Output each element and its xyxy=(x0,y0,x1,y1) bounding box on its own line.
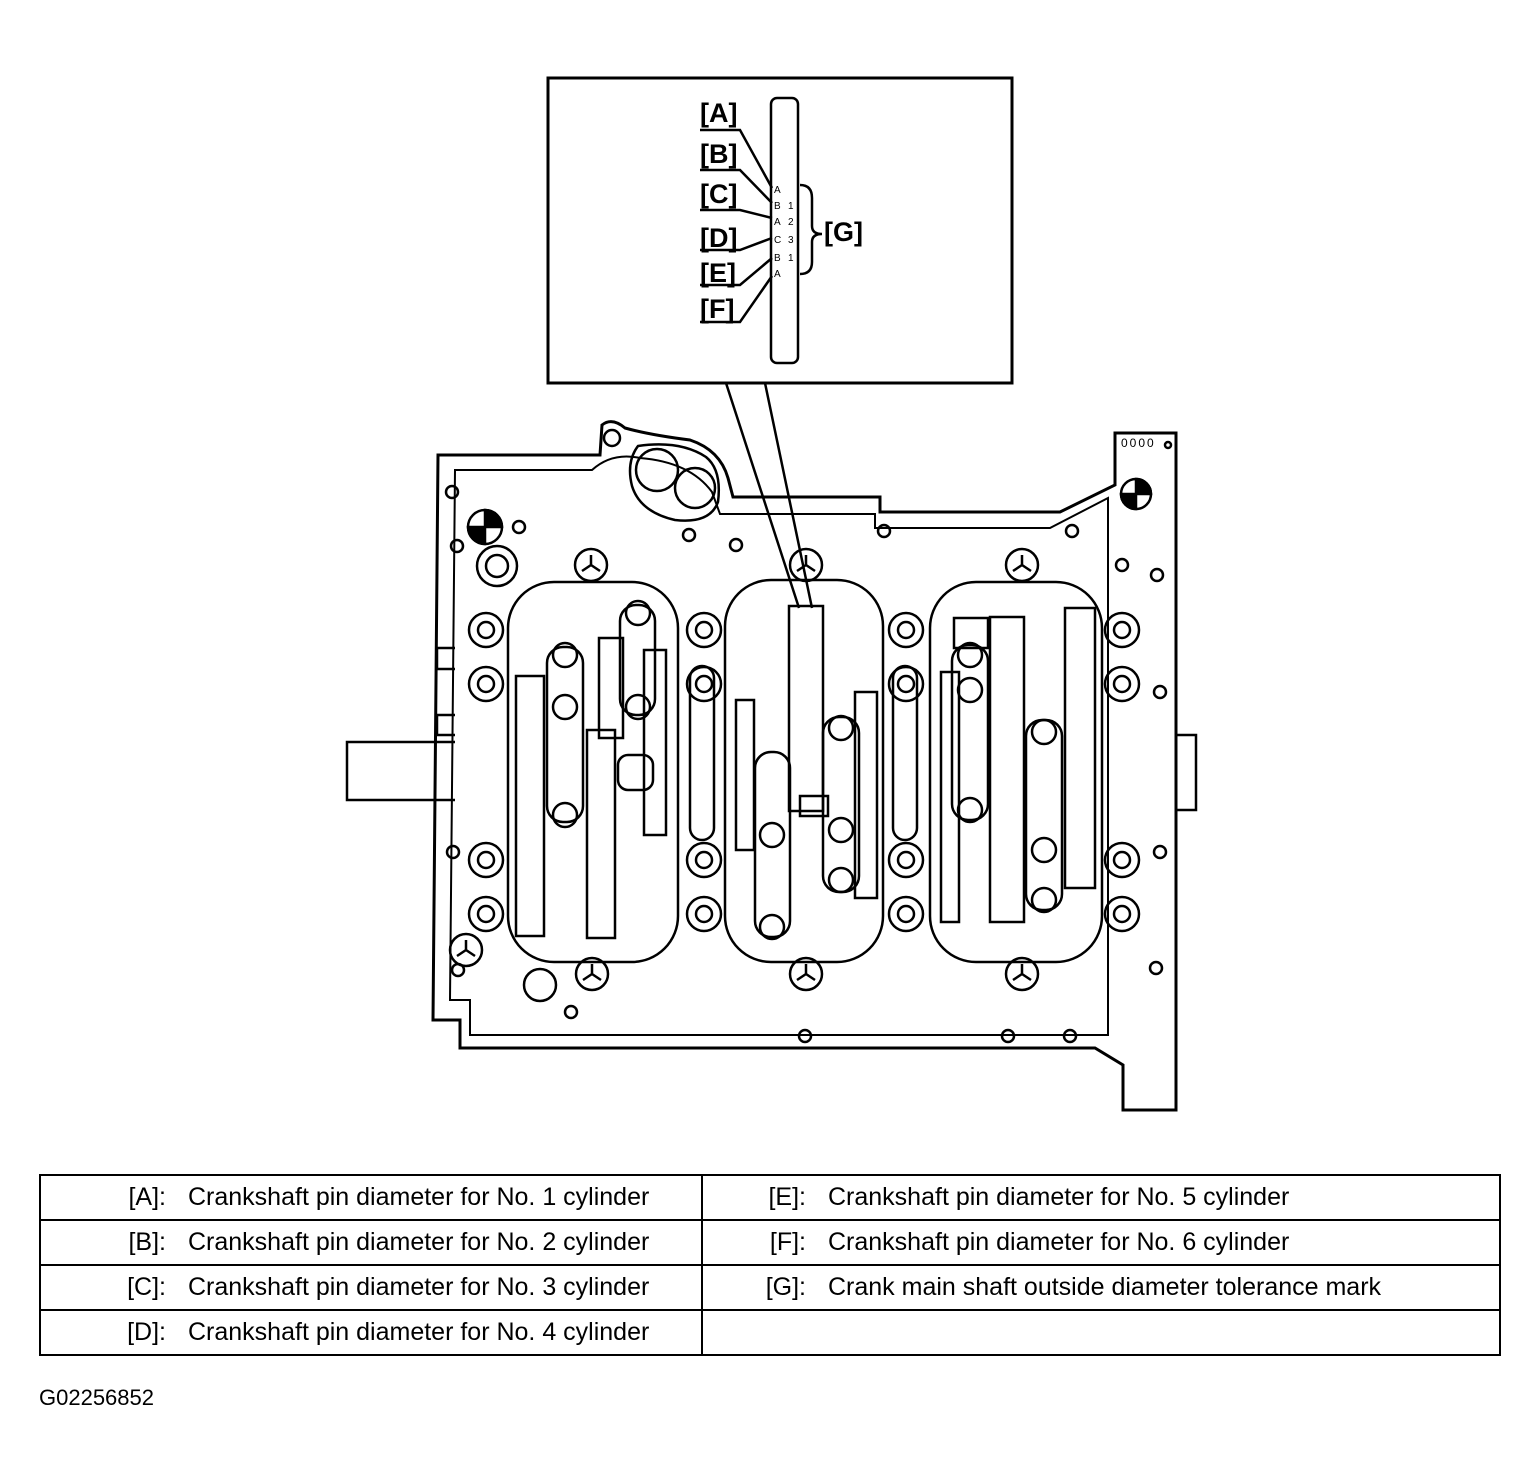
engine-block-diagram: [A] [B] [C] [D] [E] [F] [G] A B A C B A … xyxy=(345,76,1198,1112)
legend-cell xyxy=(701,1309,1501,1356)
legend-row: [B]: Crankshaft pin diameter for No. 2 cy… xyxy=(39,1219,1501,1266)
legend-cell: [F]: Crankshaft pin diameter for No. 6 cy… xyxy=(701,1219,1501,1266)
callout-d: [D] xyxy=(700,223,737,253)
journal-mark: 3 xyxy=(788,235,794,246)
block-plate-marks: 0000 xyxy=(1121,436,1156,450)
index-mark-left xyxy=(466,508,504,546)
legend-key: [E]: xyxy=(768,1183,806,1211)
inset-detail xyxy=(546,76,1014,385)
callout-c: [C] xyxy=(700,179,737,209)
pin-mark: A xyxy=(774,185,781,196)
journal-mark: 2 xyxy=(788,217,794,228)
legend-row: [D]: Crankshaft pin diameter for No. 4 cy… xyxy=(39,1309,1501,1356)
pin-mark: B xyxy=(774,201,781,212)
crankshaft-rear-flange xyxy=(1176,733,1198,812)
callout-a: [A] xyxy=(700,98,737,128)
perimeter-bolt-holes xyxy=(445,440,1173,1044)
legend-desc: Crank main shaft outside diameter tolera… xyxy=(828,1273,1382,1301)
crankshaft-detail-bar xyxy=(769,96,800,365)
legend-cell: [A]: Crankshaft pin diameter for No. 1 cy… xyxy=(39,1174,703,1221)
legend-cell: [D]: Crankshaft pin diameter for No. 4 cy… xyxy=(39,1309,703,1356)
connecting-rod-caps xyxy=(545,599,1064,941)
legend-desc: Crankshaft pin diameter for No. 5 cylind… xyxy=(828,1183,1290,1211)
legend-desc: Crankshaft pin diameter for No. 6 cylind… xyxy=(828,1228,1290,1256)
crank-webs xyxy=(514,604,1097,940)
legend-table: [A]: Crankshaft pin diameter for No. 1 cy… xyxy=(39,1174,1501,1356)
callout-e: [E] xyxy=(700,258,736,288)
legend-key: [F]: xyxy=(769,1228,806,1256)
callout-f: [F] xyxy=(700,294,734,324)
main-bearing-bolts xyxy=(467,611,1141,933)
shaft-marks: A B A C B A 1 2 3 1 xyxy=(774,185,794,280)
inset-callouts: [A] [B] [C] [D] [E] [F] [G] xyxy=(700,98,863,324)
legend-key: [G]: xyxy=(765,1273,806,1301)
legend-row: [C]: Crankshaft pin diameter for No. 3 cy… xyxy=(39,1264,1501,1311)
crankcase-bay-3 xyxy=(928,580,1104,964)
legend-row: [A]: Crankshaft pin diameter for No. 1 cy… xyxy=(39,1174,1501,1221)
figure-id: G02256852 xyxy=(39,1385,154,1410)
crankshaft-front-snout xyxy=(345,740,455,802)
legend-desc: Crankshaft pin diameter for No. 1 cylind… xyxy=(188,1183,650,1211)
g-brace xyxy=(799,183,823,276)
hex-bolts xyxy=(448,547,1040,1003)
pin-mark: A xyxy=(774,269,781,280)
callout-g: [G] xyxy=(824,217,863,247)
pin-mark: B xyxy=(774,253,781,264)
pin-mark: C xyxy=(774,235,781,246)
index-mark-right xyxy=(1119,477,1153,511)
legend-key: [A]: xyxy=(128,1183,166,1211)
legend-key: [D]: xyxy=(127,1318,166,1346)
legend-cell: [B]: Crankshaft pin diameter for No. 2 cy… xyxy=(39,1219,703,1266)
legend-desc: Crankshaft pin diameter for No. 4 cylind… xyxy=(188,1318,650,1346)
legend-desc: Crankshaft pin diameter for No. 2 cylind… xyxy=(188,1228,650,1256)
engine-block xyxy=(345,420,1198,1112)
journal-mark: 1 xyxy=(788,253,794,264)
oil-passage-boss xyxy=(628,443,720,522)
pin-mark: A xyxy=(774,217,781,228)
callout-b: [B] xyxy=(700,139,737,169)
legend-cell: [C]: Crankshaft pin diameter for No. 3 cy… xyxy=(39,1264,703,1311)
legend-cell: [E]: Crankshaft pin diameter for No. 5 cy… xyxy=(701,1174,1501,1221)
journal-mark: 1 xyxy=(788,201,794,212)
legend-key: [C]: xyxy=(127,1273,166,1301)
legend-key: [B]: xyxy=(128,1228,166,1256)
legend-desc: Crankshaft pin diameter for No. 3 cylind… xyxy=(188,1273,650,1301)
legend-cell: [G]: Crank main shaft outside diameter to… xyxy=(701,1264,1501,1311)
